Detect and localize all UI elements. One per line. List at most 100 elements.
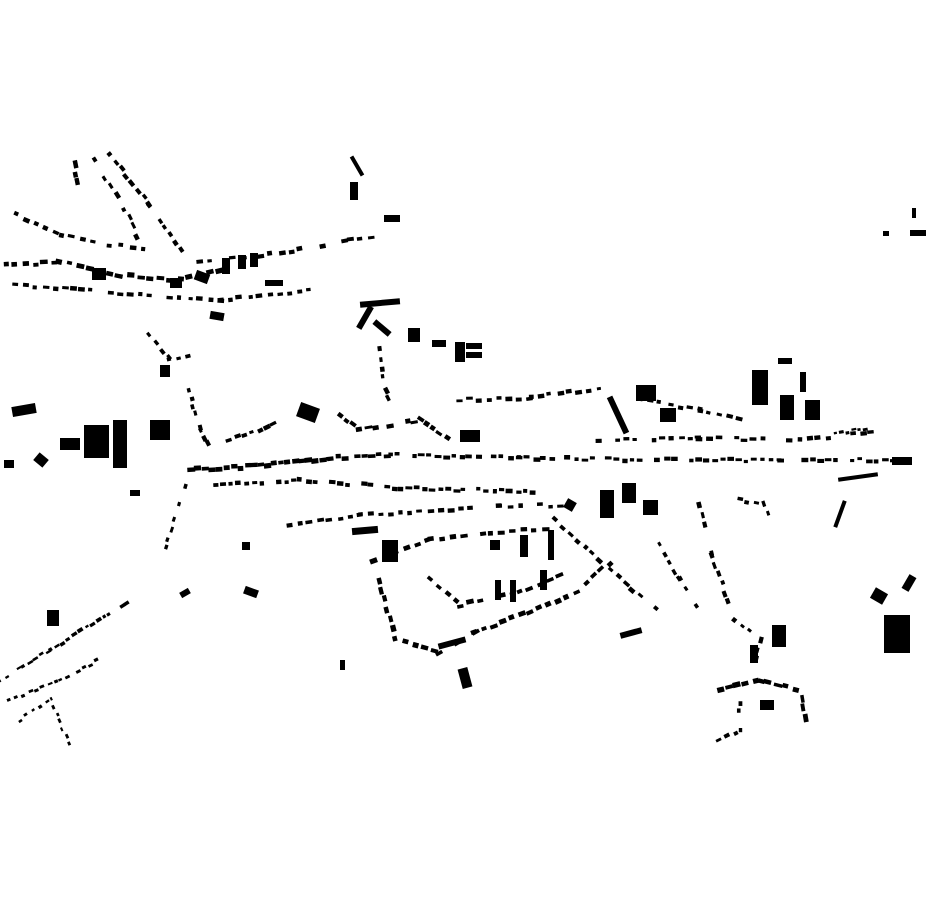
building [724,684,734,690]
building [574,389,583,395]
building [369,557,378,565]
building [589,571,598,579]
building [687,437,693,441]
building [476,486,481,491]
building [204,439,212,447]
building [460,487,466,492]
building [574,538,581,545]
building [866,459,873,464]
building [595,438,602,443]
building [801,457,809,463]
building [548,530,554,560]
building [750,645,758,663]
building [778,358,792,364]
building [325,517,333,523]
building [325,456,333,461]
building [59,727,64,732]
building [176,356,182,361]
building [426,575,434,582]
building [298,458,306,464]
building [11,261,18,267]
building [27,659,34,666]
building [564,454,571,460]
building [490,540,500,550]
building [683,585,689,592]
building [643,500,658,515]
building [341,456,349,461]
building [657,541,662,547]
building [391,486,398,492]
building [882,458,889,462]
building [476,598,484,604]
building [520,535,528,557]
building [457,667,473,689]
building [380,374,385,379]
building [470,628,478,636]
building [537,393,545,399]
building [349,420,357,428]
building [388,452,393,457]
building [219,482,227,487]
building [234,480,241,486]
building [33,262,39,267]
building [498,487,505,492]
building [335,453,341,459]
building [76,262,85,270]
building [222,258,230,274]
building [712,459,719,463]
building [615,438,621,442]
building [523,455,530,459]
building [397,486,404,492]
building [459,455,466,460]
building [505,488,513,494]
building [546,576,555,583]
building [892,457,912,465]
building [413,485,420,490]
building [824,458,832,462]
building [540,570,547,590]
building [668,402,674,407]
building [60,438,80,450]
building [723,732,731,739]
building [857,457,862,461]
building [384,484,391,489]
building [760,457,765,461]
building [57,677,63,682]
building [671,456,678,461]
building [554,597,563,605]
building [465,598,475,605]
building [507,505,514,509]
building [296,245,303,252]
building [773,682,783,689]
building [54,643,60,649]
building [349,155,365,177]
building [255,293,263,299]
building [534,604,543,611]
building [498,617,507,625]
building [583,579,591,587]
building [762,678,772,685]
building [689,458,694,463]
building [382,540,398,562]
building [92,268,106,280]
building [738,727,743,733]
building [563,498,577,512]
building [367,235,375,240]
building [166,356,172,362]
building [22,216,31,224]
building [546,391,551,396]
building [458,506,464,511]
building [445,486,452,491]
building [686,405,694,410]
building [130,221,137,229]
building [113,159,120,167]
building [379,366,385,373]
building [297,289,303,294]
building [565,388,572,394]
building [702,521,708,528]
building [554,572,564,579]
building [250,462,258,468]
building [33,452,49,468]
building [695,457,702,462]
building [33,220,40,227]
